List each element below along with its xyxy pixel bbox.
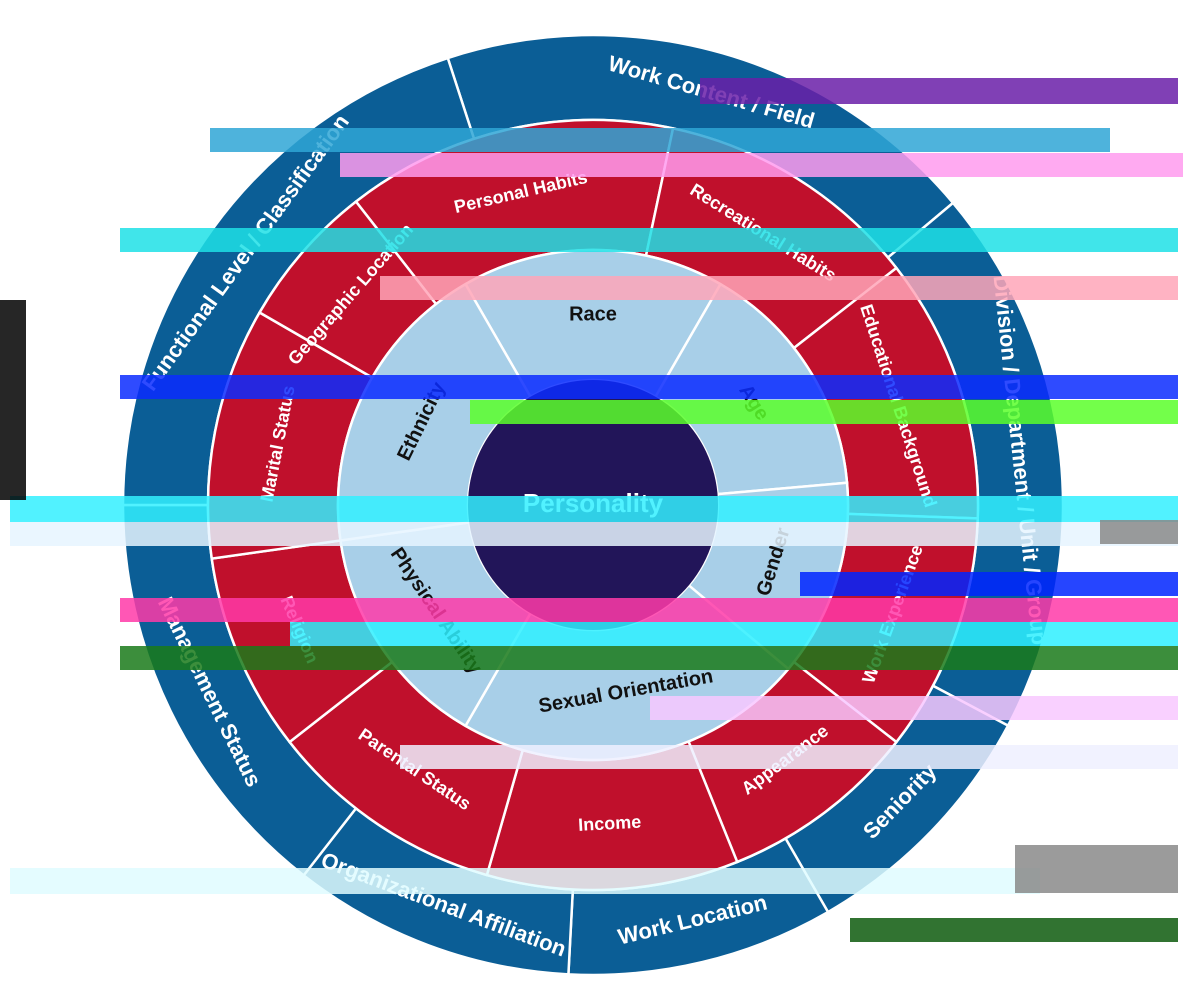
- glitch-bar: [120, 646, 1178, 670]
- glitch-bar: [340, 153, 1183, 177]
- glitch-bar: [10, 868, 1040, 894]
- glitch-bar: [400, 745, 1178, 769]
- glitch-bar: [120, 598, 1178, 622]
- glitch-bar: [120, 228, 1178, 252]
- glitch-bar: [10, 522, 1178, 546]
- glitch-bar: [470, 400, 1178, 424]
- glitch-bar: [800, 572, 1178, 596]
- glitch-bar: [120, 375, 1178, 399]
- glitch-bar: [10, 496, 1178, 522]
- glitch-bar: [1100, 520, 1178, 544]
- glitch-bar: [1015, 845, 1178, 893]
- glitch-bar: [650, 696, 1178, 720]
- segment-label-income: Income: [578, 812, 642, 835]
- glitch-bar: [290, 622, 1178, 646]
- glitch-bar: [0, 300, 26, 500]
- segment-label-race: Race: [569, 303, 617, 325]
- glitch-bar: [380, 276, 1178, 300]
- glitch-bar: [210, 128, 1110, 152]
- glitch-bar: [700, 78, 1178, 104]
- glitch-bar: [850, 918, 1178, 942]
